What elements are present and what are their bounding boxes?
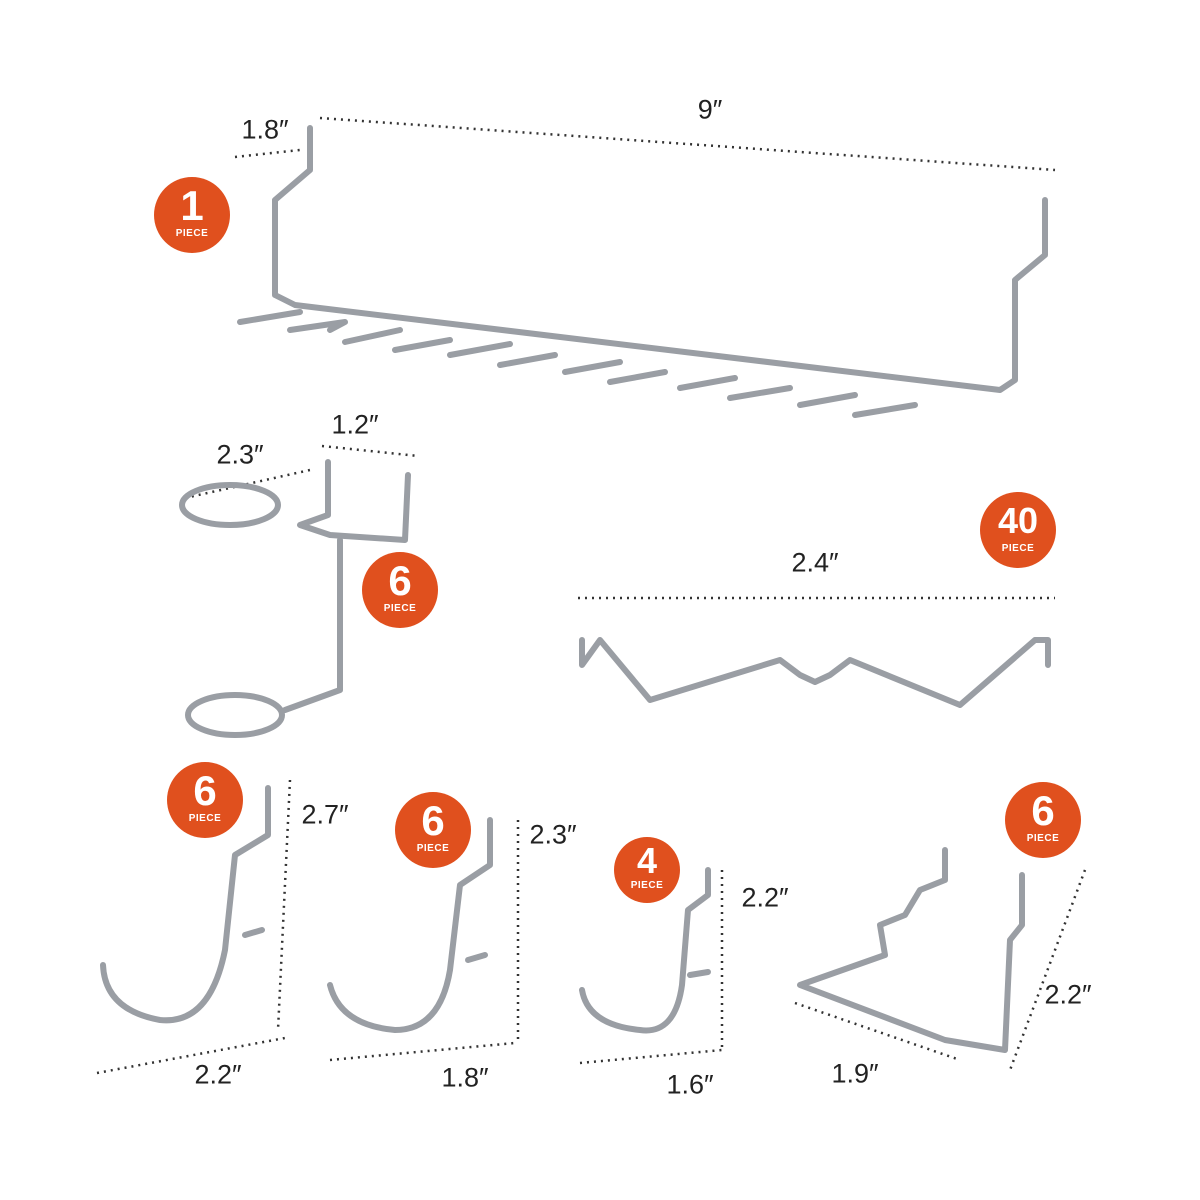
- badge-count: 40: [997, 500, 1039, 541]
- badge-count: 4: [636, 840, 658, 881]
- badge-unit: PIECE: [416, 843, 450, 854]
- badge-unit: PIECE: [188, 813, 222, 824]
- dimension-lines: [96, 116, 1087, 1075]
- badge-count: 6: [193, 767, 217, 814]
- badge-count: 6: [421, 797, 445, 844]
- badge-unit: PIECE: [1001, 543, 1035, 554]
- badge-count: 1: [180, 182, 204, 229]
- dimension-label: 9″: [697, 94, 723, 125]
- dimension-label: 2.2″: [194, 1059, 242, 1090]
- dimension-label: 2.3″: [216, 439, 264, 470]
- bracket-hook: [797, 847, 1025, 1053]
- dimension-label: 1.9″: [831, 1058, 879, 1089]
- hook-small: [579, 867, 711, 1034]
- dimension-label: 2.2″: [1044, 979, 1092, 1010]
- rack-prongs: [237, 309, 918, 418]
- hook-medium: [327, 817, 493, 1033]
- dimension-label: 2.3″: [529, 819, 577, 850]
- wire-parts: [100, 125, 1051, 1053]
- pegboard-rack: [272, 125, 1048, 393]
- badge-unit: PIECE: [383, 603, 417, 614]
- dimension-label: 1.2″: [331, 409, 379, 440]
- tool-holder: [297, 459, 411, 543]
- hook-large: [100, 785, 271, 1024]
- badge-unit: PIECE: [630, 880, 664, 891]
- dimension-label: 1.8″: [241, 114, 289, 145]
- spring-clip: [579, 637, 1051, 708]
- badge-unit: PIECE: [1026, 833, 1060, 844]
- dimension-label: 2.7″: [301, 799, 349, 830]
- badge-unit: PIECE: [175, 228, 209, 239]
- dimension-label: 1.8″: [441, 1062, 489, 1093]
- dimension-label: 2.2″: [741, 882, 789, 913]
- badge-count: 6: [388, 557, 412, 604]
- badge-count: 6: [1031, 787, 1055, 834]
- dimension-label: 2.4″: [791, 547, 839, 578]
- dimension-label: 1.6″: [666, 1069, 714, 1100]
